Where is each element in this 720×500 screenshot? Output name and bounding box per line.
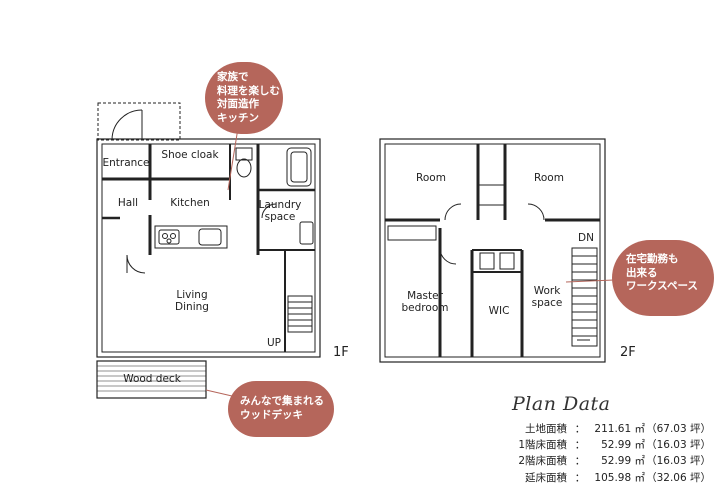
stairs-2f bbox=[571, 247, 598, 347]
plan-data-title: Plan Data bbox=[512, 393, 611, 415]
plan-data-row: 1階床面積：52.99 ㎡（16.03 坪） bbox=[518, 439, 711, 452]
kitchen-sink bbox=[198, 228, 222, 246]
wall-1f-inner bbox=[101, 143, 316, 353]
room-label-wood-deck: Wood deck bbox=[123, 373, 181, 385]
floor-label-2f: 2F bbox=[620, 345, 636, 360]
toilet bbox=[236, 158, 252, 178]
room-label-master: Master bedroom bbox=[401, 290, 449, 315]
porch-outline bbox=[97, 102, 181, 141]
deck-callout-text: みんなで集まれる ウッドデッキ bbox=[240, 395, 324, 421]
plan-data-row: 2階床面積：52.99 ㎡（16.03 坪） bbox=[518, 455, 711, 468]
kitchen-counter bbox=[154, 225, 228, 249]
room-label-kitchen: Kitchen bbox=[170, 197, 210, 209]
room-label-work: Work space bbox=[531, 285, 563, 310]
room-label-shoe-cloak: Shoe cloak bbox=[161, 149, 219, 161]
deck-callout-pointer bbox=[205, 389, 233, 397]
room-label-hall: Hall bbox=[117, 197, 139, 209]
bathtub bbox=[286, 147, 312, 187]
wall-2f-inner bbox=[384, 143, 601, 358]
work-callout-text: 在宅勤務も 出来る ワークスペース bbox=[626, 253, 698, 293]
room-label-living: Living Dining bbox=[175, 289, 209, 314]
room-label-wic: WIC bbox=[488, 305, 510, 317]
kitchen-callout: 家族で 料理を楽しむ 対面造作 キッチン bbox=[205, 62, 283, 134]
room-label-room-left: Room bbox=[416, 172, 446, 184]
deck-callout: みんなで集まれる ウッドデッキ bbox=[228, 381, 334, 437]
work-callout: 在宅勤務も 出来る ワークスペース bbox=[612, 240, 714, 316]
wood-deck bbox=[96, 360, 207, 399]
plan-data-row: 延床面積：105.98 ㎡（32.06 坪） bbox=[525, 471, 711, 484]
kitchen-callout-pointer bbox=[227, 127, 239, 191]
stairs-1f bbox=[287, 295, 313, 333]
stairs-up-label: UP bbox=[266, 337, 282, 349]
plan-data-row: 土地面積：211.61 ㎡（67.03 坪） bbox=[525, 422, 711, 435]
stairs-dn-label: DN bbox=[578, 232, 594, 244]
floor-label-1f: 1F bbox=[333, 345, 349, 360]
entrance-door-arc bbox=[111, 109, 143, 141]
room-label-laundry: Laundry space bbox=[258, 199, 302, 224]
kitchen-callout-text: 家族で 料理を楽しむ 対面造作 キッチン bbox=[217, 71, 280, 124]
plan-data-table: 土地面積：211.61 ㎡（67.03 坪） 1階床面積：52.99 ㎡（16.… bbox=[505, 420, 711, 486]
room-label-room-right: Room bbox=[534, 172, 564, 184]
work-callout-pointer bbox=[565, 279, 615, 283]
wall-2f-outer bbox=[379, 138, 606, 363]
wall-1f-outer bbox=[96, 138, 321, 358]
room-label-entrance: Entrance bbox=[102, 157, 150, 169]
